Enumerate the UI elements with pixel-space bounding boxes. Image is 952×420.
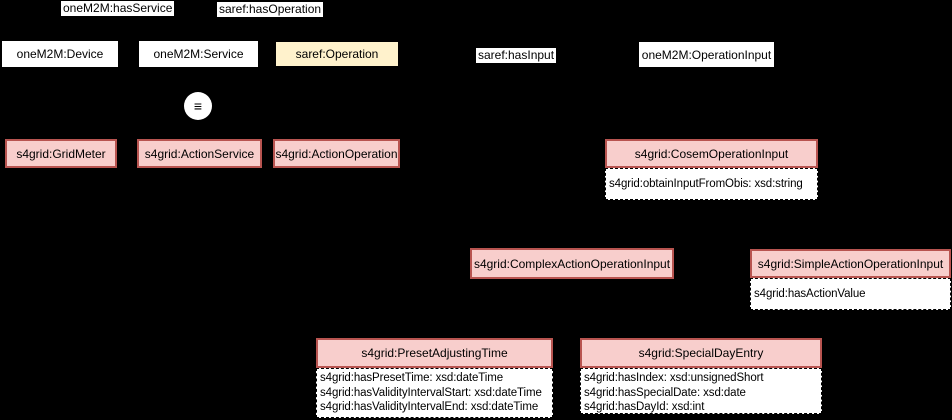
class-node-saref-operation: saref:Operation: [274, 40, 400, 68]
class-node-s4grid-actionoperation: s4grid:ActionOperation: [273, 139, 400, 168]
class-attribute: s4grid:obtainInputFromObis: xsd:string: [609, 177, 803, 190]
class-attribute: s4grid:hasIndex: xsd:unsignedShort: [584, 372, 764, 384]
class-attribute: s4grid:hasActionValue: [754, 287, 866, 300]
class-attributes: s4grid:hasIndex: xsd:unsignedShort s4gri…: [580, 368, 822, 414]
class-attributes: s4grid:obtainInputFromObis: xsd:string: [605, 168, 818, 200]
class-node-onem2m-service: oneM2M:Service: [138, 40, 259, 68]
class-attribute: s4grid:hasValidityIntervalEnd: xsd:dateT…: [320, 401, 539, 413]
class-node-s4grid-specialdayentry: s4grid:SpecialDayEntry s4grid:hasIndex: …: [580, 338, 822, 414]
class-node-s4grid-complexactionoperationinput: s4grid:ComplexActionOperationInput: [470, 248, 674, 279]
class-title: s4grid:PresetAdjustingTime: [316, 338, 553, 368]
edge-label-saref-hasoperation: saref:hasOperation: [217, 2, 324, 17]
class-title: s4grid:SpecialDayEntry: [580, 338, 822, 368]
class-title: s4grid:CosemOperationInput: [605, 139, 818, 168]
class-title: s4grid:SimpleActionOperationInput: [750, 249, 951, 278]
edge-label-onem2m-hasservice: oneM2M:hasService: [61, 1, 175, 16]
class-node-s4grid-cosemoperationinput: s4grid:CosemOperationInput s4grid:obtain…: [605, 139, 818, 200]
class-attribute: s4grid:hasSpecialDate: xsd:date: [584, 386, 746, 399]
class-node-onem2m-device: oneM2M:Device: [1, 40, 119, 68]
class-attribute: s4grid:hasValidityIntervalStart: xsd:dat…: [320, 386, 542, 399]
class-node-onem2m-operationinput: oneM2M:OperationInput: [638, 41, 775, 68]
class-attributes: s4grid:hasPresetTime: xsd:dateTime s4gri…: [316, 368, 553, 418]
class-attribute: s4grid:hasPresetTime: xsd:dateTime: [320, 372, 504, 384]
class-node-s4grid-gridmeter: s4grid:GridMeter: [5, 139, 117, 168]
class-attributes: s4grid:hasActionValue: [750, 278, 951, 310]
class-node-s4grid-actionservice: s4grid:ActionService: [137, 139, 262, 168]
class-node-s4grid-simpleactionoperationinput: s4grid:SimpleActionOperationInput s4grid…: [750, 249, 951, 310]
class-node-s4grid-presetadjustingtime: s4grid:PresetAdjustingTime s4grid:hasPre…: [316, 338, 553, 418]
class-attribute: s4grid:hasDayId: xsd:int: [584, 401, 705, 413]
edge-label-saref-hasinput: saref:hasInput: [476, 48, 557, 63]
equivalence-icon: ≡: [184, 92, 212, 120]
